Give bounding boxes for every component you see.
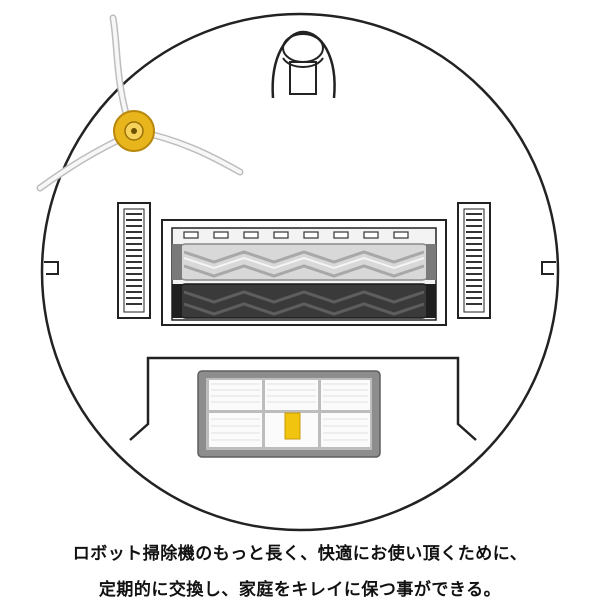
caption-line-2: 定期的に交換し、家庭をキレイに保つ事ができる。: [98, 580, 502, 600]
right-bumper-notch: [541, 261, 556, 275]
caster-wheel-icon: [271, 30, 336, 99]
dust-bin-outline: [129, 356, 477, 441]
filter-icon: [197, 370, 381, 458]
right-vent-grille: [457, 202, 491, 319]
filter-release-tab: [284, 412, 301, 440]
caption-line-1: ロボット掃除機のもっと長く、快適にお使い頂くために、: [72, 544, 528, 564]
left-vent-grille: [117, 202, 151, 319]
left-bumper-notch: [44, 261, 59, 275]
side-brush-icon: [36, 14, 244, 192]
brush-roll-icon: [172, 243, 436, 281]
brush-roll-icon: [172, 283, 436, 319]
